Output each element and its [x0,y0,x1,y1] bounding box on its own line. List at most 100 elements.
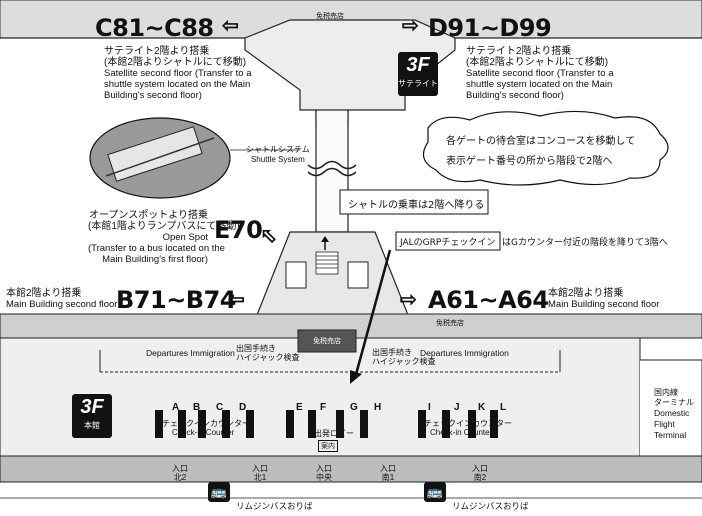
gates-b71-b74: B71~B74 [116,286,237,314]
immigration-left: Departures Immigration [146,348,235,358]
main-right-board: 本館2階より搭乗 Main Building second floor [548,288,659,310]
arrow-left-icon: ⇦ [222,15,239,37]
entrance-south-2-l2: 南2 [473,473,487,482]
counter-c: C [216,402,224,413]
domestic-en2: Flight [654,419,675,429]
bus-icon: 🚌 [208,482,230,502]
entrance-north-2: 入口 北2 [168,464,192,482]
security-right: 出国手続き ハイジャック検査 [372,348,435,366]
gates-d91-d99: D91~D99 [428,14,552,42]
domestic-jp2: ターミナル [654,398,694,407]
bus-icon: 🚌 [424,482,446,502]
satellite-shop-label: 免税売店 [316,13,344,20]
board-left-en1: Satellite second floor (Transfer to a [104,68,252,79]
board-left-jp2: (本館2階よりシャトルにて移動) [104,57,247,68]
jal-note-box: JALのGRPチェックイン [400,238,496,248]
main-floor-number: 3F [80,396,104,418]
entrance-north-2-l2: 北2 [173,473,187,482]
shuttle-note: シャトルの乗車は2階へ降りる [348,200,485,211]
entrance-south-1: 入口 南1 [376,464,400,482]
counter-l: L [500,402,507,413]
entrance-south-1-l2: 南1 [381,473,395,482]
departure-lobby-label: 出発ロビー [314,429,354,438]
open-spot-en1: Open Spot [162,232,208,243]
counter-g: G [350,402,358,413]
domestic-en1: Domestic [654,408,690,418]
bus-stop-left: リムジンバスおりば [236,501,313,511]
counter-b: B [193,402,201,413]
entrance-center-l1: 入口 [316,464,332,473]
entrance-south-1-l1: 入口 [380,464,396,473]
board-right-jp1: サテライト2階より搭乗 [466,46,572,57]
bus-stop-right: リムジンバスおりば [452,501,529,511]
gate-e70: E70 [214,216,263,244]
satellite-board-left: サテライト2階より搭乗 (本館2階よりシャトルにて移動) Satellite s… [104,46,252,101]
security-left-2: ハイジャック検査 [236,353,300,362]
satellite-floor-badge: 3F サテライト [398,52,438,96]
entrance-south-2-l1: 入口 [472,464,488,473]
security-right-2: ハイジャック検査 [372,357,436,366]
center-shop-label: 免税売店 [313,338,341,345]
main-shop-label: 免税売店 [436,320,464,327]
domestic-en3: Terminal [654,430,687,440]
board-left-en3: Building's second floor) [104,90,202,101]
domestic-terminal-label: 国内線 ターミナル Domestic Flight Terminal [654,388,694,441]
satellite-floor-number: 3F [406,54,430,76]
entrance-north-1-l2: 北1 [253,473,267,482]
counter-j: J [454,402,460,413]
open-spot-board: オープンスポットより搭乗 (本館1階よりランプバスにて移動) Open Spot… [88,210,240,265]
arrow-right-icon: ⇨ [402,15,419,37]
open-spot-en2: (Transfer to a bus located on the [88,243,225,254]
counter-e: E [296,402,303,413]
counter-d: D [239,402,247,413]
board-left-en2: shuttle system located on the Main [104,79,251,90]
counter-a: A [172,402,180,413]
open-spot-en3: Main Building's first floor) [102,254,208,265]
cloud-note-line1: 各ゲートの待合室はコンコースを移動して [446,136,636,147]
info-label: 案内 [318,440,338,452]
board-left-jp1: サテライト2階より搭乗 [104,46,210,57]
entrance-center: 入口 中央 [312,464,336,482]
entrance-south-2: 入口 南2 [468,464,492,482]
main-left-en: Main Building second floor [6,299,118,310]
gates-a61-a64: A61~A64 [428,286,549,314]
jal-note-rest: はGカウンター付近の階段を降りて3階へ [502,238,668,248]
main-floor-badge: 3F 本館 [72,394,112,438]
security-left: 出国手続き ハイジャック検査 [236,344,299,362]
satellite-board-right: サテライト2階より搭乗 (本館2階よりシャトルにて移動) Satellite s… [466,46,614,101]
checkin-left-en: Check-in Counter [172,428,235,437]
board-right-jp2: (本館2階よりシャトルにて移動) [466,57,609,68]
satellite-floor-sub: サテライト [398,79,438,88]
main-floor-sub: 本館 [84,421,100,430]
security-right-1: 出国手続き [372,348,412,357]
board-right-en3: Building's second floor) [466,90,564,101]
checkin-right-jp: チェックインカウンター [424,419,512,428]
domestic-jp1: 国内線 [654,388,678,397]
arrow-right-icon: ⇨ [400,289,417,311]
arrow-left-icon: ⇦ [228,289,245,311]
shuttle-en: Shuttle System [250,155,305,164]
checkin-right-en: Check-in Counter [430,428,493,437]
board-right-en2: shuttle system located on the Main [466,79,613,90]
counter-f: F [320,402,327,413]
main-left-board: 本館2階より搭乗 Main Building second floor [6,288,117,310]
open-spot-jp1: オープンスポットより搭乗 [89,210,208,221]
security-left-1: 出国手続き [236,344,276,353]
entrance-north-1: 入口 北1 [248,464,272,482]
board-right-en1: Satellite second floor (Transfer to a [466,68,614,79]
main-right-jp: 本館2階より搭乗 [548,288,624,299]
entrance-north-2-l1: 入口 [172,464,188,473]
cloud-note-line2: 表示ゲート番号の所から階段で2階へ [446,156,613,167]
open-spot-jp2: (本館1階よりランプバスにて移動) [88,221,240,232]
shuttle-jp: シャトルシステム [246,145,310,154]
entrance-north-1-l1: 入口 [252,464,268,473]
immigration-right: Departures Immigration [420,348,509,358]
shuttle-system-caption: シャトルシステム Shuttle System [246,144,310,164]
gates-c81-c88: C81~C88 [95,14,214,42]
checkin-left-jp: チェックインカウンター [162,419,250,428]
entrance-center-l2: 中央 [316,473,332,482]
counter-i: I [428,402,431,413]
main-left-jp: 本館2階より搭乗 [6,288,82,299]
counter-k: K [478,402,486,413]
